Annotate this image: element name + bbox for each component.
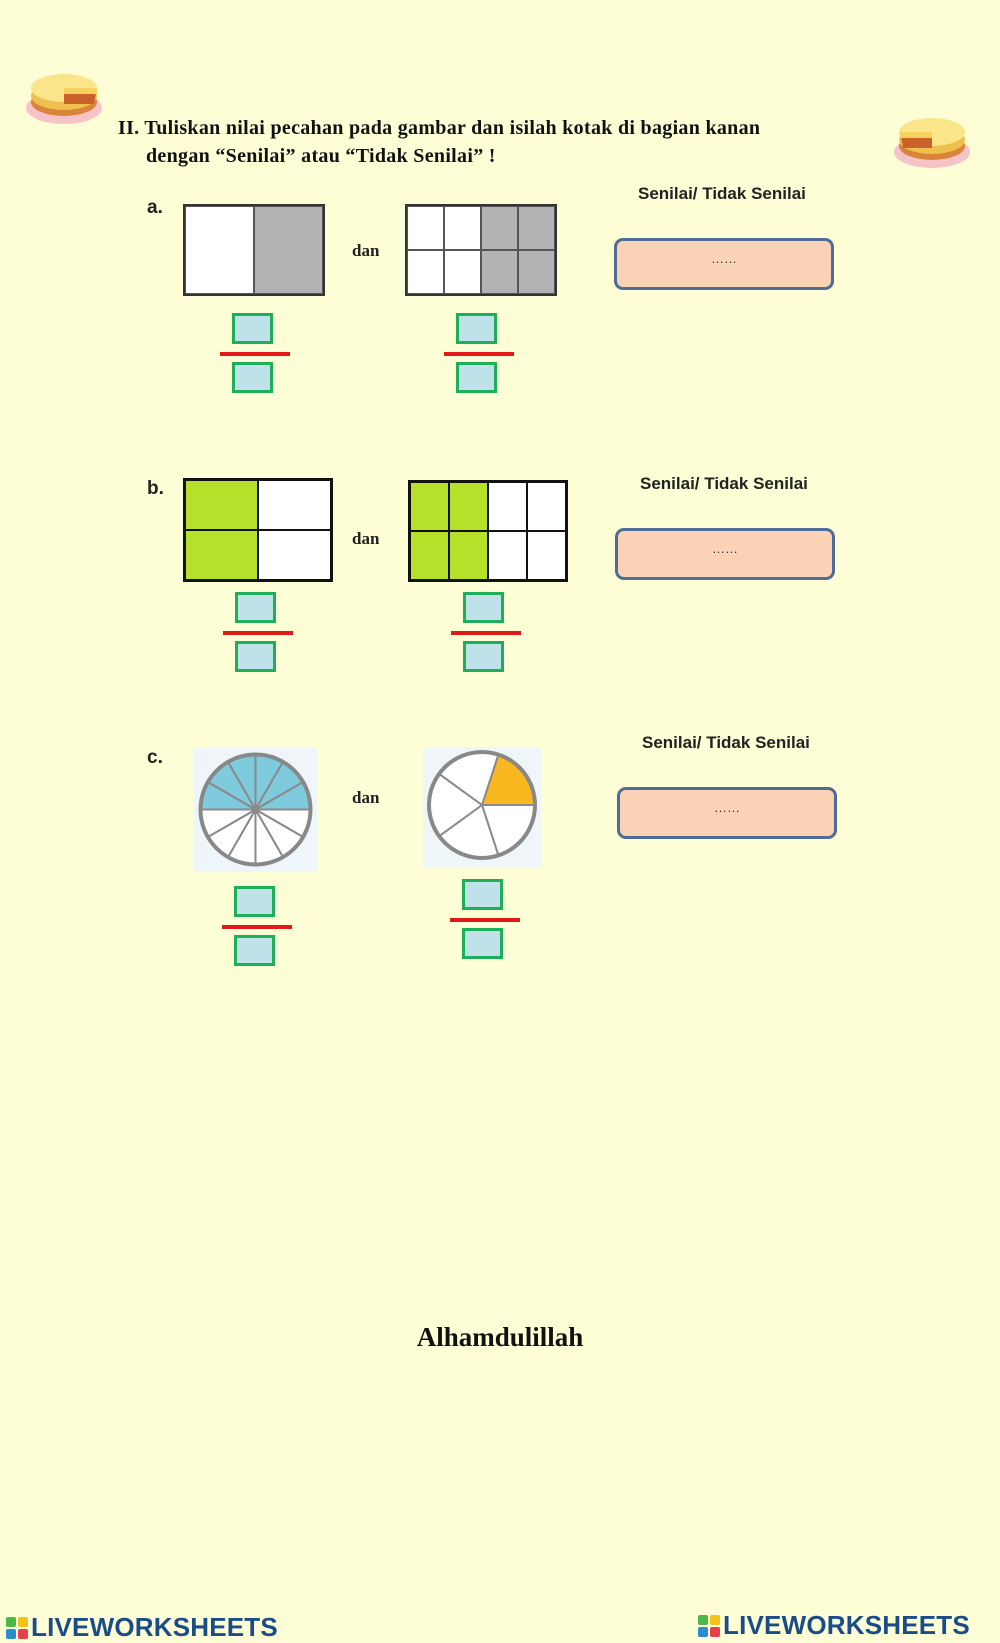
grid-cell xyxy=(527,531,566,580)
question-a-fig1-denominator-input[interactable] xyxy=(232,362,273,393)
fraction-bar xyxy=(222,925,292,929)
grid-cell xyxy=(410,482,449,531)
question-a-figure-1 xyxy=(183,204,325,296)
instruction-line-2: dengan “Senilai” atau “Tidak Senilai” ! xyxy=(146,145,496,167)
grid-cell xyxy=(185,530,258,580)
fraction-bar xyxy=(451,631,521,635)
brand-logo-left[interactable]: LIVEWORKSHEETS xyxy=(6,1612,278,1643)
question-a-letter: a. xyxy=(147,197,163,218)
grid-cell xyxy=(518,250,555,294)
question-a-answer-box[interactable]: …… xyxy=(614,238,834,290)
question-c-fig1-numerator-input[interactable] xyxy=(234,886,275,917)
question-b-connector: dan xyxy=(352,529,380,548)
question-c-figure-2 xyxy=(423,747,541,867)
circle-outline xyxy=(198,752,313,867)
grid-cell xyxy=(258,530,331,580)
grid-cell xyxy=(185,480,258,530)
cake-slice-icon xyxy=(892,104,972,174)
question-b-figure-1 xyxy=(183,478,333,582)
grid-cell xyxy=(410,531,449,580)
question-c-fig2-numerator-input[interactable] xyxy=(462,879,503,910)
question-b-fig2-denominator-input[interactable] xyxy=(463,641,504,672)
grid-cell xyxy=(444,206,481,250)
question-a-fig1-numerator-input[interactable] xyxy=(232,313,273,344)
brand-logo-right[interactable]: LIVEWORKSHEETS xyxy=(698,1610,970,1641)
grid-cell xyxy=(185,206,254,294)
brand-logo-icon xyxy=(698,1614,720,1637)
question-b-fig1-numerator-input[interactable] xyxy=(235,592,276,623)
closing-text: Alhamdulillah xyxy=(416,1322,584,1352)
question-c-connector: dan xyxy=(352,788,380,807)
question-a-connector: dan xyxy=(352,241,380,260)
grid-cell xyxy=(518,206,555,250)
grid-cell xyxy=(444,250,481,294)
grid-cell xyxy=(527,482,566,531)
grid-cell xyxy=(258,480,331,530)
instruction-text: II. Tuliskan nilai pecahan pada gambar d… xyxy=(118,114,760,170)
question-a-fig2-denominator-input[interactable] xyxy=(456,362,497,393)
grid-cell xyxy=(481,250,518,294)
question-b-answer-box[interactable]: …… xyxy=(615,528,835,580)
brand-name: LIVEWORKSHEETS xyxy=(723,1610,970,1640)
question-a-answer-label: Senilai/ Tidak Senilai xyxy=(638,184,806,203)
grid-cell xyxy=(449,482,488,531)
question-b-letter: b. xyxy=(147,478,164,499)
brand-name: LIVEWORKSHEETS xyxy=(31,1612,278,1642)
fraction-bar xyxy=(223,631,293,635)
question-b-fig2-numerator-input[interactable] xyxy=(463,592,504,623)
fraction-bar xyxy=(444,352,514,356)
question-b-answer-label: Senilai/ Tidak Senilai xyxy=(640,474,808,493)
instruction-line-1: II. Tuliskan nilai pecahan pada gambar d… xyxy=(118,117,761,139)
cake-slice-icon xyxy=(24,60,104,130)
grid-cell xyxy=(488,531,527,580)
question-c-answer-box[interactable]: …… xyxy=(617,787,837,839)
question-c-answer-label: Senilai/ Tidak Senilai xyxy=(642,733,810,752)
fraction-bar xyxy=(450,918,520,922)
question-c-fig2-denominator-input[interactable] xyxy=(462,928,503,959)
question-c-figure-1 xyxy=(194,747,317,872)
question-b-fig1-denominator-input[interactable] xyxy=(235,641,276,672)
question-a-fig2-numerator-input[interactable] xyxy=(456,313,497,344)
grid-cell xyxy=(407,206,444,250)
fraction-bar xyxy=(220,352,290,356)
question-c-fig1-denominator-input[interactable] xyxy=(234,935,275,966)
question-c-letter: c. xyxy=(147,747,163,768)
grid-cell xyxy=(254,206,323,294)
grid-cell xyxy=(407,250,444,294)
grid-cell xyxy=(481,206,518,250)
circle-outline xyxy=(427,750,537,860)
grid-cell xyxy=(488,482,527,531)
grid-cell xyxy=(449,531,488,580)
question-a-figure-2 xyxy=(405,204,557,296)
brand-logo-icon xyxy=(6,1616,28,1639)
question-b-figure-2 xyxy=(408,480,568,582)
